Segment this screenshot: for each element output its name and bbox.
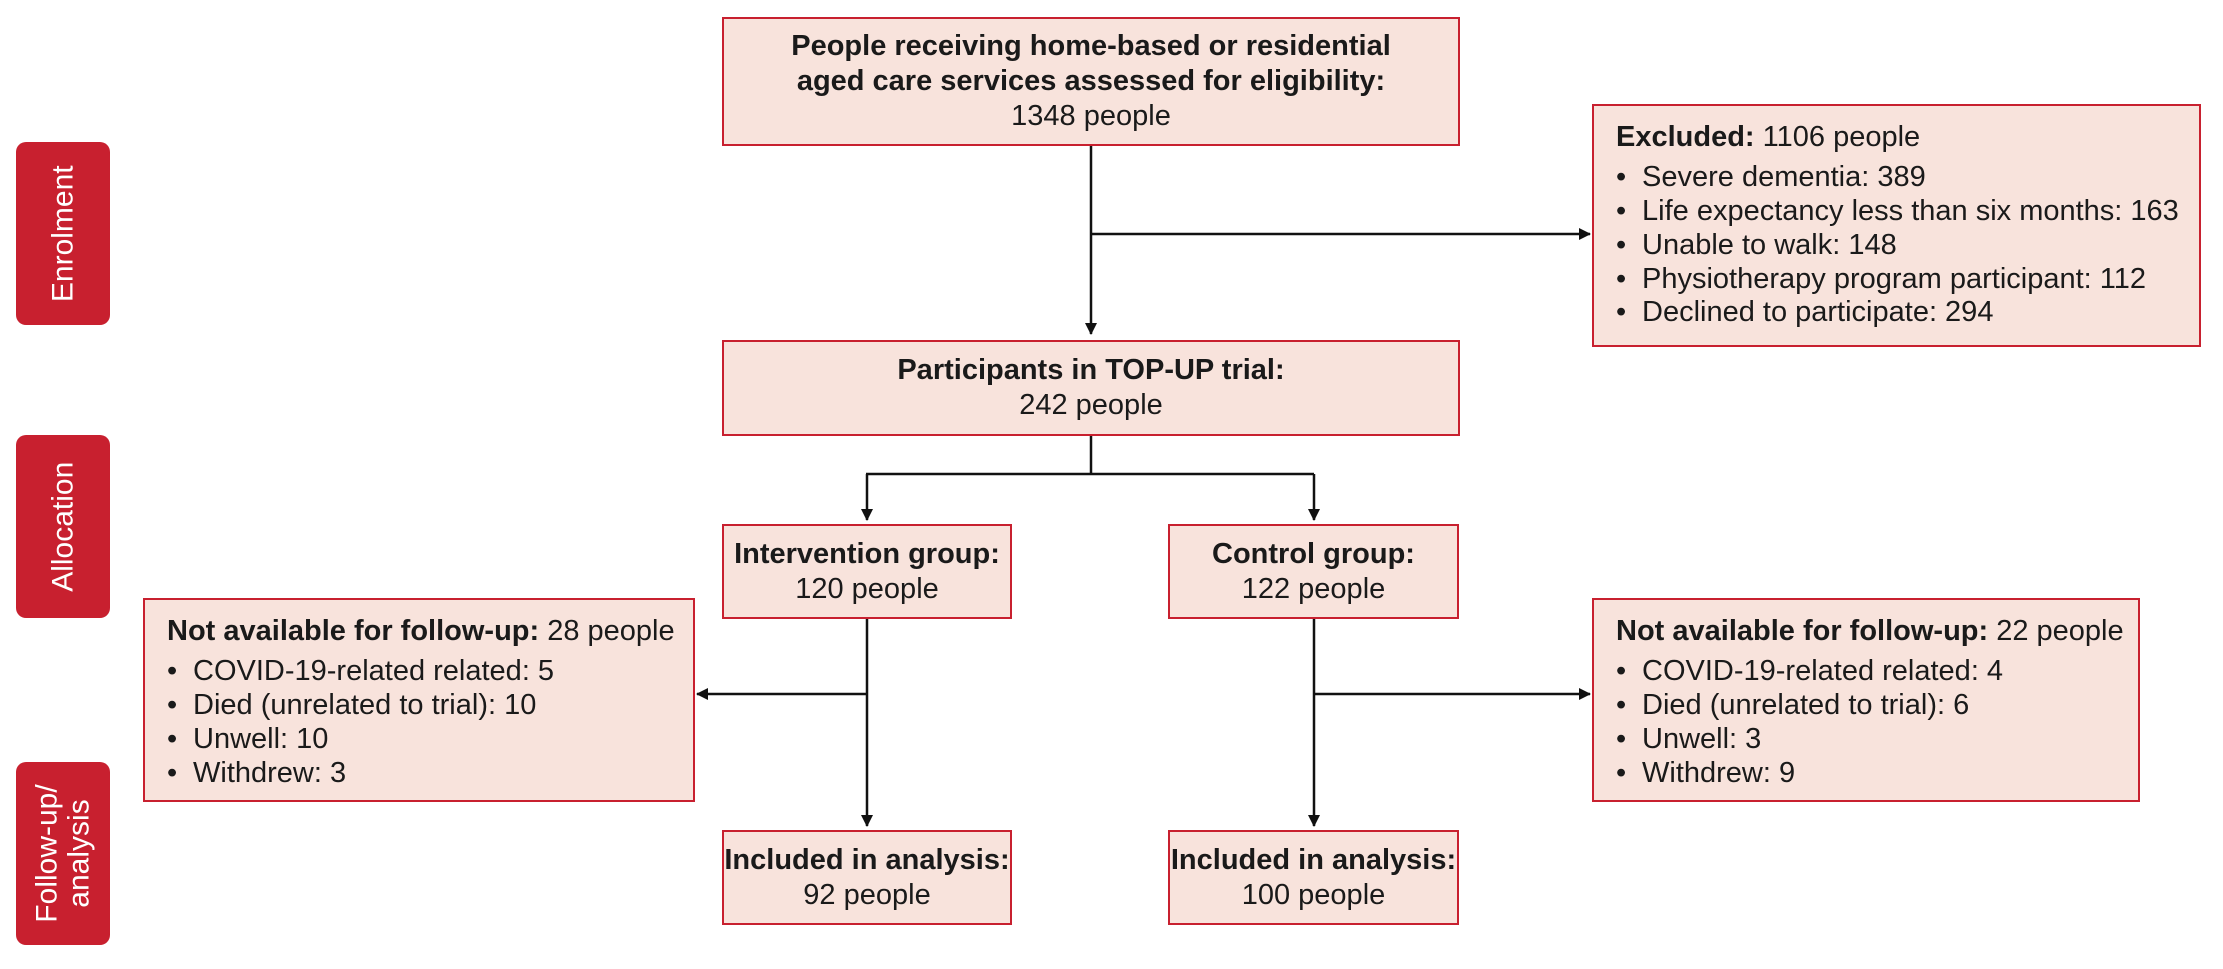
not-available-control-item: COVID-19-related related: 4	[1616, 655, 2138, 689]
analysis-intervention-heading: Included in analysis:	[724, 843, 1010, 876]
excluded-item: Physiotherapy program participant: 112	[1616, 263, 2199, 297]
excluded-heading: Excluded:	[1616, 121, 1755, 153]
control-heading: Control group:	[1212, 537, 1415, 570]
not-available-intervention-item: COVID-19-related related: 5	[167, 655, 693, 689]
assessed-line1: People receiving home-based or residenti…	[791, 30, 1391, 63]
participants-count: 242 people	[1019, 389, 1163, 421]
not-available-intervention-box: Not available for follow-up: 28 people C…	[143, 598, 695, 802]
not-available-intervention-item: Unwell: 10	[167, 723, 693, 757]
analysis-control-heading: Included in analysis:	[1170, 843, 1457, 876]
intervention-count: 120 people	[795, 572, 939, 605]
not-available-control-count: 22 people	[1996, 615, 2124, 647]
intervention-heading: Intervention group:	[734, 537, 1000, 570]
not-available-control-heading: Not available for follow-up:	[1616, 615, 1989, 647]
excluded-item: Severe dementia: 389	[1616, 161, 2199, 195]
excluded-count: 1106 people	[1762, 121, 1921, 153]
not-available-intervention-header: Not available for follow-up: 28 people	[167, 614, 693, 649]
analysis-intervention-count: 92 people	[803, 878, 931, 911]
not-available-intervention-heading: Not available for follow-up:	[167, 615, 540, 647]
excluded-box: Excluded: 1106 people Severe dementia: 3…	[1592, 104, 2201, 347]
stage-label-allocation: Allocation	[16, 435, 110, 618]
assessed-box: People receiving home-based or residenti…	[722, 17, 1460, 146]
not-available-intervention-item: Withdrew: 3	[167, 757, 693, 791]
participants-heading: Participants in TOP-UP trial:	[897, 354, 1285, 387]
analysis-intervention-box: Included in analysis: 92 people	[722, 830, 1012, 925]
not-available-intervention-item: Died (unrelated to trial): 10	[167, 689, 693, 723]
control-box: Control group: 122 people	[1168, 524, 1459, 619]
not-available-intervention-count: 28 people	[547, 615, 675, 647]
stage-label-followup: Follow-up/analysis	[16, 762, 110, 945]
control-count: 122 people	[1241, 572, 1386, 605]
assessed-line2: aged care services assessed for eligibil…	[796, 65, 1386, 98]
excluded-item: Declined to participate: 294	[1616, 296, 2199, 330]
not-available-intervention-list: COVID-19-related related: 5 Died (unrela…	[167, 655, 693, 791]
excluded-list: Severe dementia: 389 Life expectancy les…	[1616, 161, 2199, 331]
excluded-header: Excluded: 1106 people	[1616, 120, 2199, 155]
not-available-control-box: Not available for follow-up: 22 people C…	[1592, 598, 2140, 802]
analysis-control-box: Included in analysis: 100 people	[1168, 830, 1459, 925]
assessed-count: 1348 people	[1011, 99, 1171, 132]
analysis-control-count: 100 people	[1241, 878, 1386, 911]
intervention-box: Intervention group: 120 people	[722, 524, 1012, 619]
excluded-item: Life expectancy less than six months: 16…	[1616, 195, 2199, 229]
not-available-control-list: COVID-19-related related: 4 Died (unrela…	[1616, 655, 2138, 791]
not-available-control-header: Not available for follow-up: 22 people	[1616, 614, 2138, 649]
participants-box: Participants in TOP-UP trial: 242 people	[722, 340, 1460, 436]
excluded-item: Unable to walk: 148	[1616, 229, 2199, 263]
not-available-control-item: Unwell: 3	[1616, 723, 2138, 757]
not-available-control-item: Withdrew: 9	[1616, 757, 2138, 791]
not-available-control-item: Died (unrelated to trial): 6	[1616, 689, 2138, 723]
stage-label-enrolment: Enrolment	[16, 142, 110, 325]
